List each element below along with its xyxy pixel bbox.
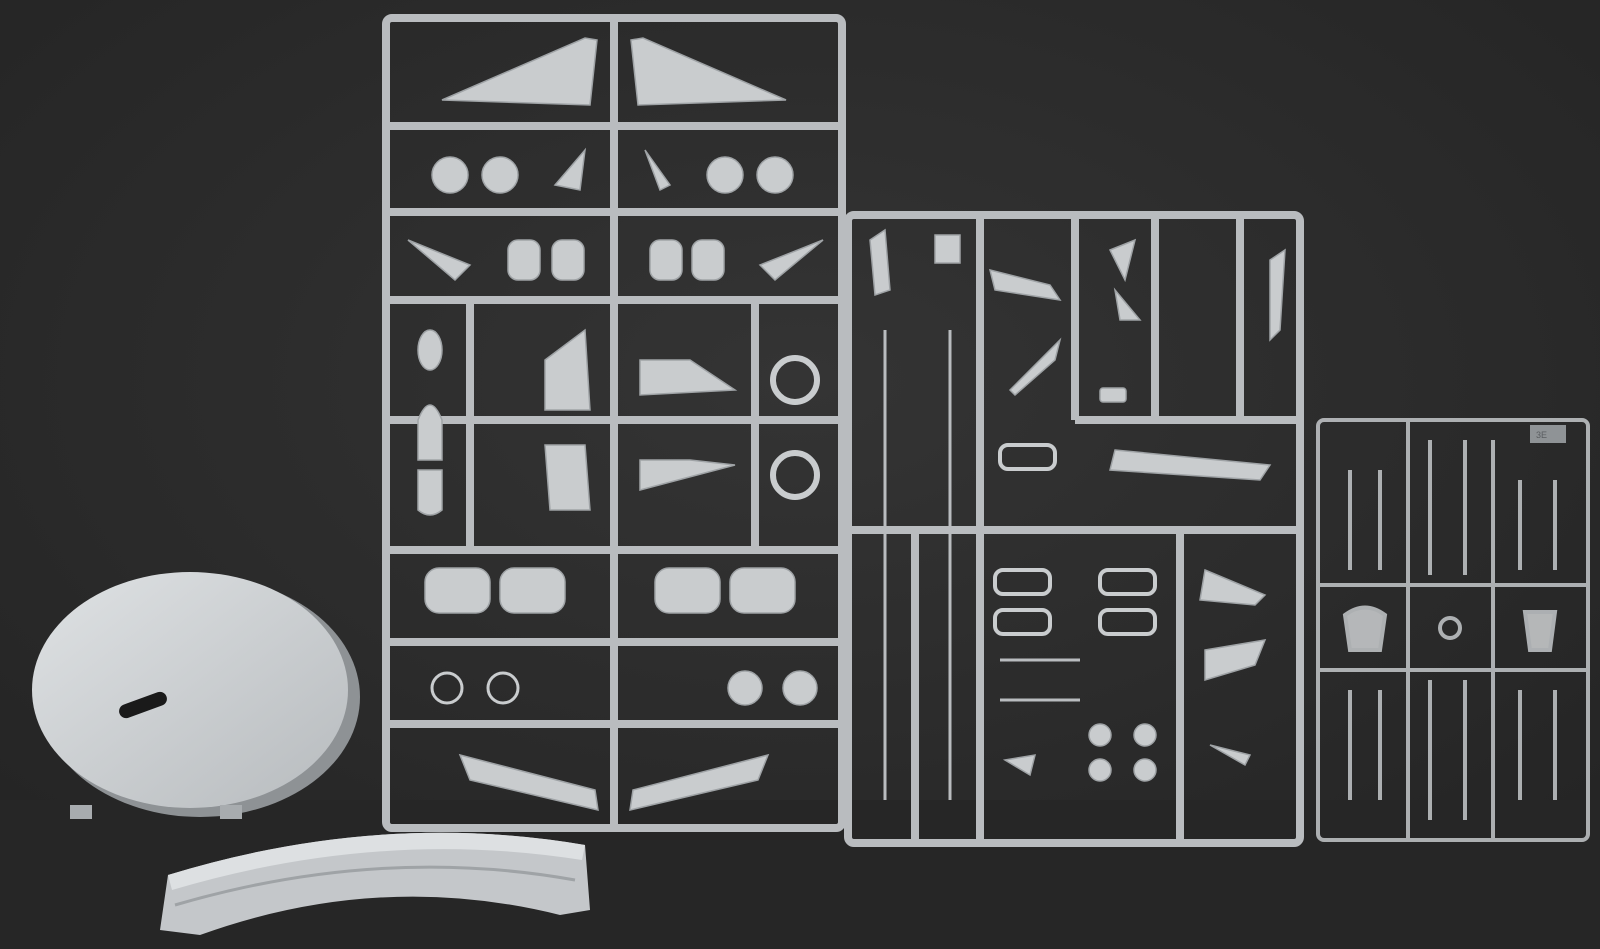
- curved-arm-icon: [160, 832, 590, 935]
- clear-sprue-icon: [1316, 418, 1590, 842]
- sprue-a-parts: [407, 37, 824, 811]
- sprue-b-parts: [869, 228, 1286, 782]
- sprue-frame-icon: [382, 14, 846, 832]
- clear-sprue-tag: [1530, 425, 1566, 443]
- oval-stand-icon: [32, 572, 360, 819]
- sprue-b-ladders: [883, 330, 1080, 800]
- sprue-frame-icon: [844, 211, 1304, 847]
- clear-sprue-tag-text: 3E: [1536, 430, 1547, 440]
